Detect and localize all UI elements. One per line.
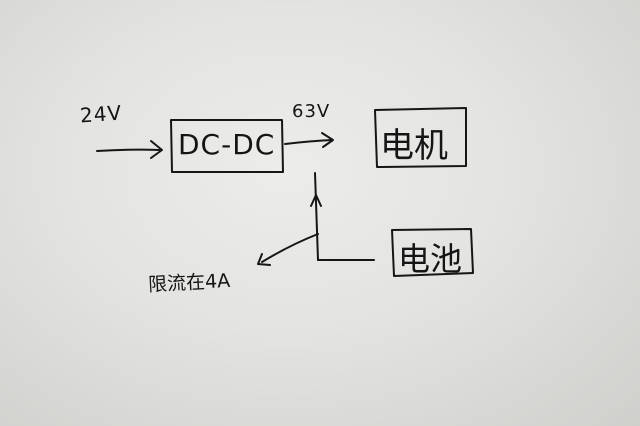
dcdc-label: DC-DC [178,128,276,161]
input-arrow-head [150,140,163,159]
battery-label: 电池 [398,240,463,278]
battery-box [391,228,474,277]
current-limit-label: 限流在4A [147,269,231,297]
output-voltage-label: 63V [292,101,331,122]
dcdc-box [170,119,284,173]
output-arrow [284,139,333,145]
limit-arrow-head [257,253,271,266]
output-arrow-head [321,132,334,148]
battery-line-vertical [314,172,319,261]
motor-box [374,107,467,168]
limit-branch-line [261,233,319,263]
input-arrow [96,148,161,152]
up-arrow-head [310,194,322,207]
input-voltage-label: 24V [79,100,123,128]
motor-label: 电机 [380,126,448,166]
